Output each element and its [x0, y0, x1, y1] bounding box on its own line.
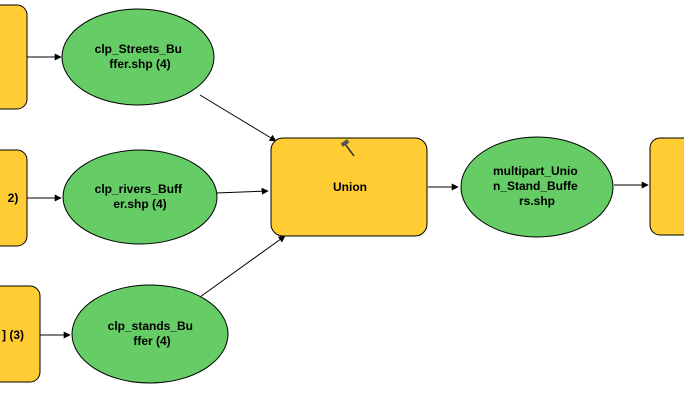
data-rivers-buffer[interactable]: clp_rivers_Buff er.shp (4)	[62, 149, 218, 245]
union-tool-label: Union	[333, 180, 367, 194]
right-tool[interactable]	[649, 137, 684, 236]
stands-buffer-label: clp_stands_Bu ffer (4)	[108, 319, 197, 348]
union-output-label: multipart_Unio n_Stand_Buffe rs.shp	[493, 164, 581, 208]
streets-buffer-label: clp_Streets_Bu ffer.shp (4)	[95, 42, 186, 71]
left-tool-bot-label: ] (3)	[2, 328, 24, 342]
data-stands-buffer[interactable]: clp_stands_Bu ffer (4)	[71, 284, 229, 384]
left-tool-mid-label: 2)	[8, 191, 19, 205]
stands-buffer-label-line2: ffer (4)	[133, 334, 170, 348]
union-output-label-line3: rs.shp	[519, 194, 555, 208]
rivers-buffer-label-line1: clp_rivers_Buff	[95, 182, 183, 196]
left-tool-top[interactable]	[0, 4, 28, 110]
streets-buffer-label-line2: ffer.shp (4)	[109, 57, 170, 71]
stands-buffer-label-line1: clp_stands_Bu	[108, 319, 193, 333]
hammer-icon	[340, 139, 355, 157]
connector-streets-to-union	[199, 94, 277, 142]
data-union-output[interactable]: multipart_Unio n_Stand_Buffe rs.shp	[460, 136, 614, 238]
left-tool-bot[interactable]: ] (3)	[0, 285, 41, 383]
connector-stands-to-union	[199, 235, 286, 298]
union-output-label-line1: multipart_Unio	[493, 164, 578, 178]
streets-buffer-label-line1: clp_Streets_Bu	[95, 42, 182, 56]
rivers-buffer-label: clp_rivers_Buff er.shp (4)	[95, 182, 186, 211]
left-tool-mid[interactable]: 2)	[0, 149, 28, 247]
union-output-label-line2: n_Stand_Buffe	[493, 179, 578, 193]
union-tool[interactable]: Union	[270, 137, 428, 237]
connector-rivers-to-union	[215, 187, 269, 195]
connectors	[27, 53, 649, 339]
rivers-buffer-label-line2: er.shp (4)	[113, 197, 166, 211]
data-streets-buffer[interactable]: clp_Streets_Bu ffer.shp (4)	[61, 8, 215, 106]
